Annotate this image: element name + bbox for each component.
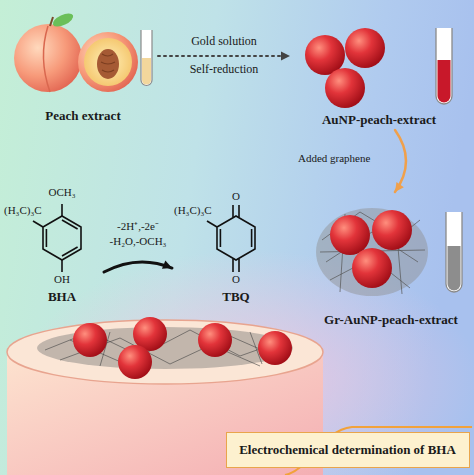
stage-label: Peach extract (45, 108, 120, 124)
substituent-label: OCH₃ (48, 186, 75, 199)
atom-label: O (232, 190, 240, 203)
molecule-name: BHA (48, 289, 76, 305)
stage-label: AuNP-peach-extract (322, 112, 436, 128)
step-label: Gold solution (191, 34, 257, 48)
process-arrow (395, 130, 406, 192)
box-title: Electrochemical determination of BHA (239, 442, 456, 458)
arrow-head (395, 182, 404, 192)
tbq-molecule: (H₃C)₃C O O TBQ (172, 160, 282, 308)
arrow-head (162, 260, 172, 268)
substituent-label: (H₃C)₃C (4, 204, 42, 217)
title-box: Electrochemical determination of BHA (226, 432, 470, 468)
substituent-label: OH (54, 273, 70, 286)
step-label: Self-reduction (190, 62, 259, 76)
peach-extract-stage: Peach extract (8, 4, 158, 128)
atom-label: O (232, 273, 240, 286)
process-arrow (158, 55, 290, 57)
gr-aunp-stage: Gr-AuNP-peach-extract (312, 192, 470, 332)
aunp-stage: AuNP-peach-extract (290, 18, 468, 130)
stage-label: Gr-AuNP-peach-extract (324, 312, 458, 328)
bha-molecule: (H₃C)₃C OCH₃ OH BHA (4, 160, 104, 308)
molecule-name: TBQ (222, 289, 249, 305)
reaction-label: -2H⁺,-2e⁻ (117, 220, 159, 233)
step-label: Added graphene (298, 152, 370, 165)
substituent-label: (H₃C)₃C (174, 204, 212, 217)
process-arrow (104, 262, 172, 272)
reaction-label: -H₂O,-OCH₃ (110, 235, 167, 248)
arrow-head (281, 51, 290, 60)
